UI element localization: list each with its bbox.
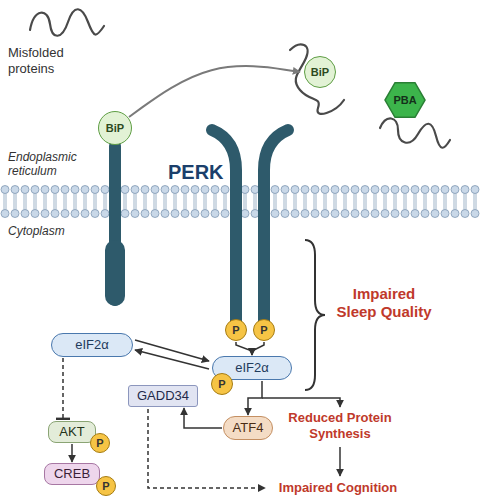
perk-monomer xyxy=(212,130,236,322)
misfolded-protein xyxy=(380,118,450,147)
phospho-circle: P xyxy=(90,433,110,453)
hexagon-shape xyxy=(385,83,425,118)
node-text: P xyxy=(232,324,239,337)
arrow xyxy=(262,398,340,407)
node-text: P xyxy=(260,324,267,337)
node-text: AKT xyxy=(59,425,84,440)
arrow xyxy=(339,447,341,476)
node-text: BiP xyxy=(311,66,329,79)
protein-box: AKT xyxy=(48,421,96,443)
compartment-label: Cytoplasm xyxy=(8,224,98,238)
node-text: P xyxy=(218,378,225,391)
node-text: eIF2α xyxy=(235,361,269,376)
receptor-label: PERK xyxy=(168,160,228,184)
connector-arrow xyxy=(184,408,222,428)
node-text: eIF2α xyxy=(75,338,109,353)
bracket xyxy=(305,240,325,390)
phospho-circle: P xyxy=(253,319,275,341)
node-text: ATF4 xyxy=(233,421,264,436)
perk-monomer xyxy=(264,130,288,322)
misfolded-protein xyxy=(30,9,104,36)
compartment-label: Endoplasmic reticulum xyxy=(8,150,98,179)
protein-pill: ATF4 xyxy=(223,416,273,440)
protein-box: CREB xyxy=(44,463,100,485)
node-text: CREB xyxy=(54,467,90,482)
connector-arrow xyxy=(62,358,64,419)
connector-arrow xyxy=(71,444,73,462)
protein-pill: eIF2α xyxy=(51,333,133,357)
outcome-label: Impaired Cognition xyxy=(262,480,414,496)
drug-hexagon: PBA xyxy=(384,79,426,121)
outcome-label: Impaired Sleep Quality xyxy=(334,285,434,321)
connector-arrow xyxy=(135,340,209,361)
protein-circle: BiP xyxy=(98,111,132,145)
dashed-arrow xyxy=(148,409,265,488)
node-text: P xyxy=(96,437,103,450)
protein-circle: BiP xyxy=(304,56,336,88)
node-text: GADD34 xyxy=(137,389,189,404)
connector-arrow xyxy=(135,350,209,369)
connector-arrow xyxy=(252,342,264,355)
phospho-circle: P xyxy=(96,476,116,496)
connector-arrow xyxy=(236,342,252,355)
node-text: BiP xyxy=(106,122,124,135)
protein-box: GADD34 xyxy=(128,385,198,407)
phospho-circle: P xyxy=(225,319,247,341)
receptor-domain xyxy=(105,240,125,306)
connector-arrow xyxy=(129,66,300,117)
node-text: P xyxy=(102,480,109,493)
outcome-label: Reduced Protein Synthesis xyxy=(282,410,398,441)
node-text: PBA xyxy=(393,94,416,107)
phospho-circle: P xyxy=(211,373,233,395)
misfolded-protein xyxy=(290,44,344,113)
connector-arrow xyxy=(248,381,262,415)
protein-label: Misfolded proteins xyxy=(8,45,88,76)
